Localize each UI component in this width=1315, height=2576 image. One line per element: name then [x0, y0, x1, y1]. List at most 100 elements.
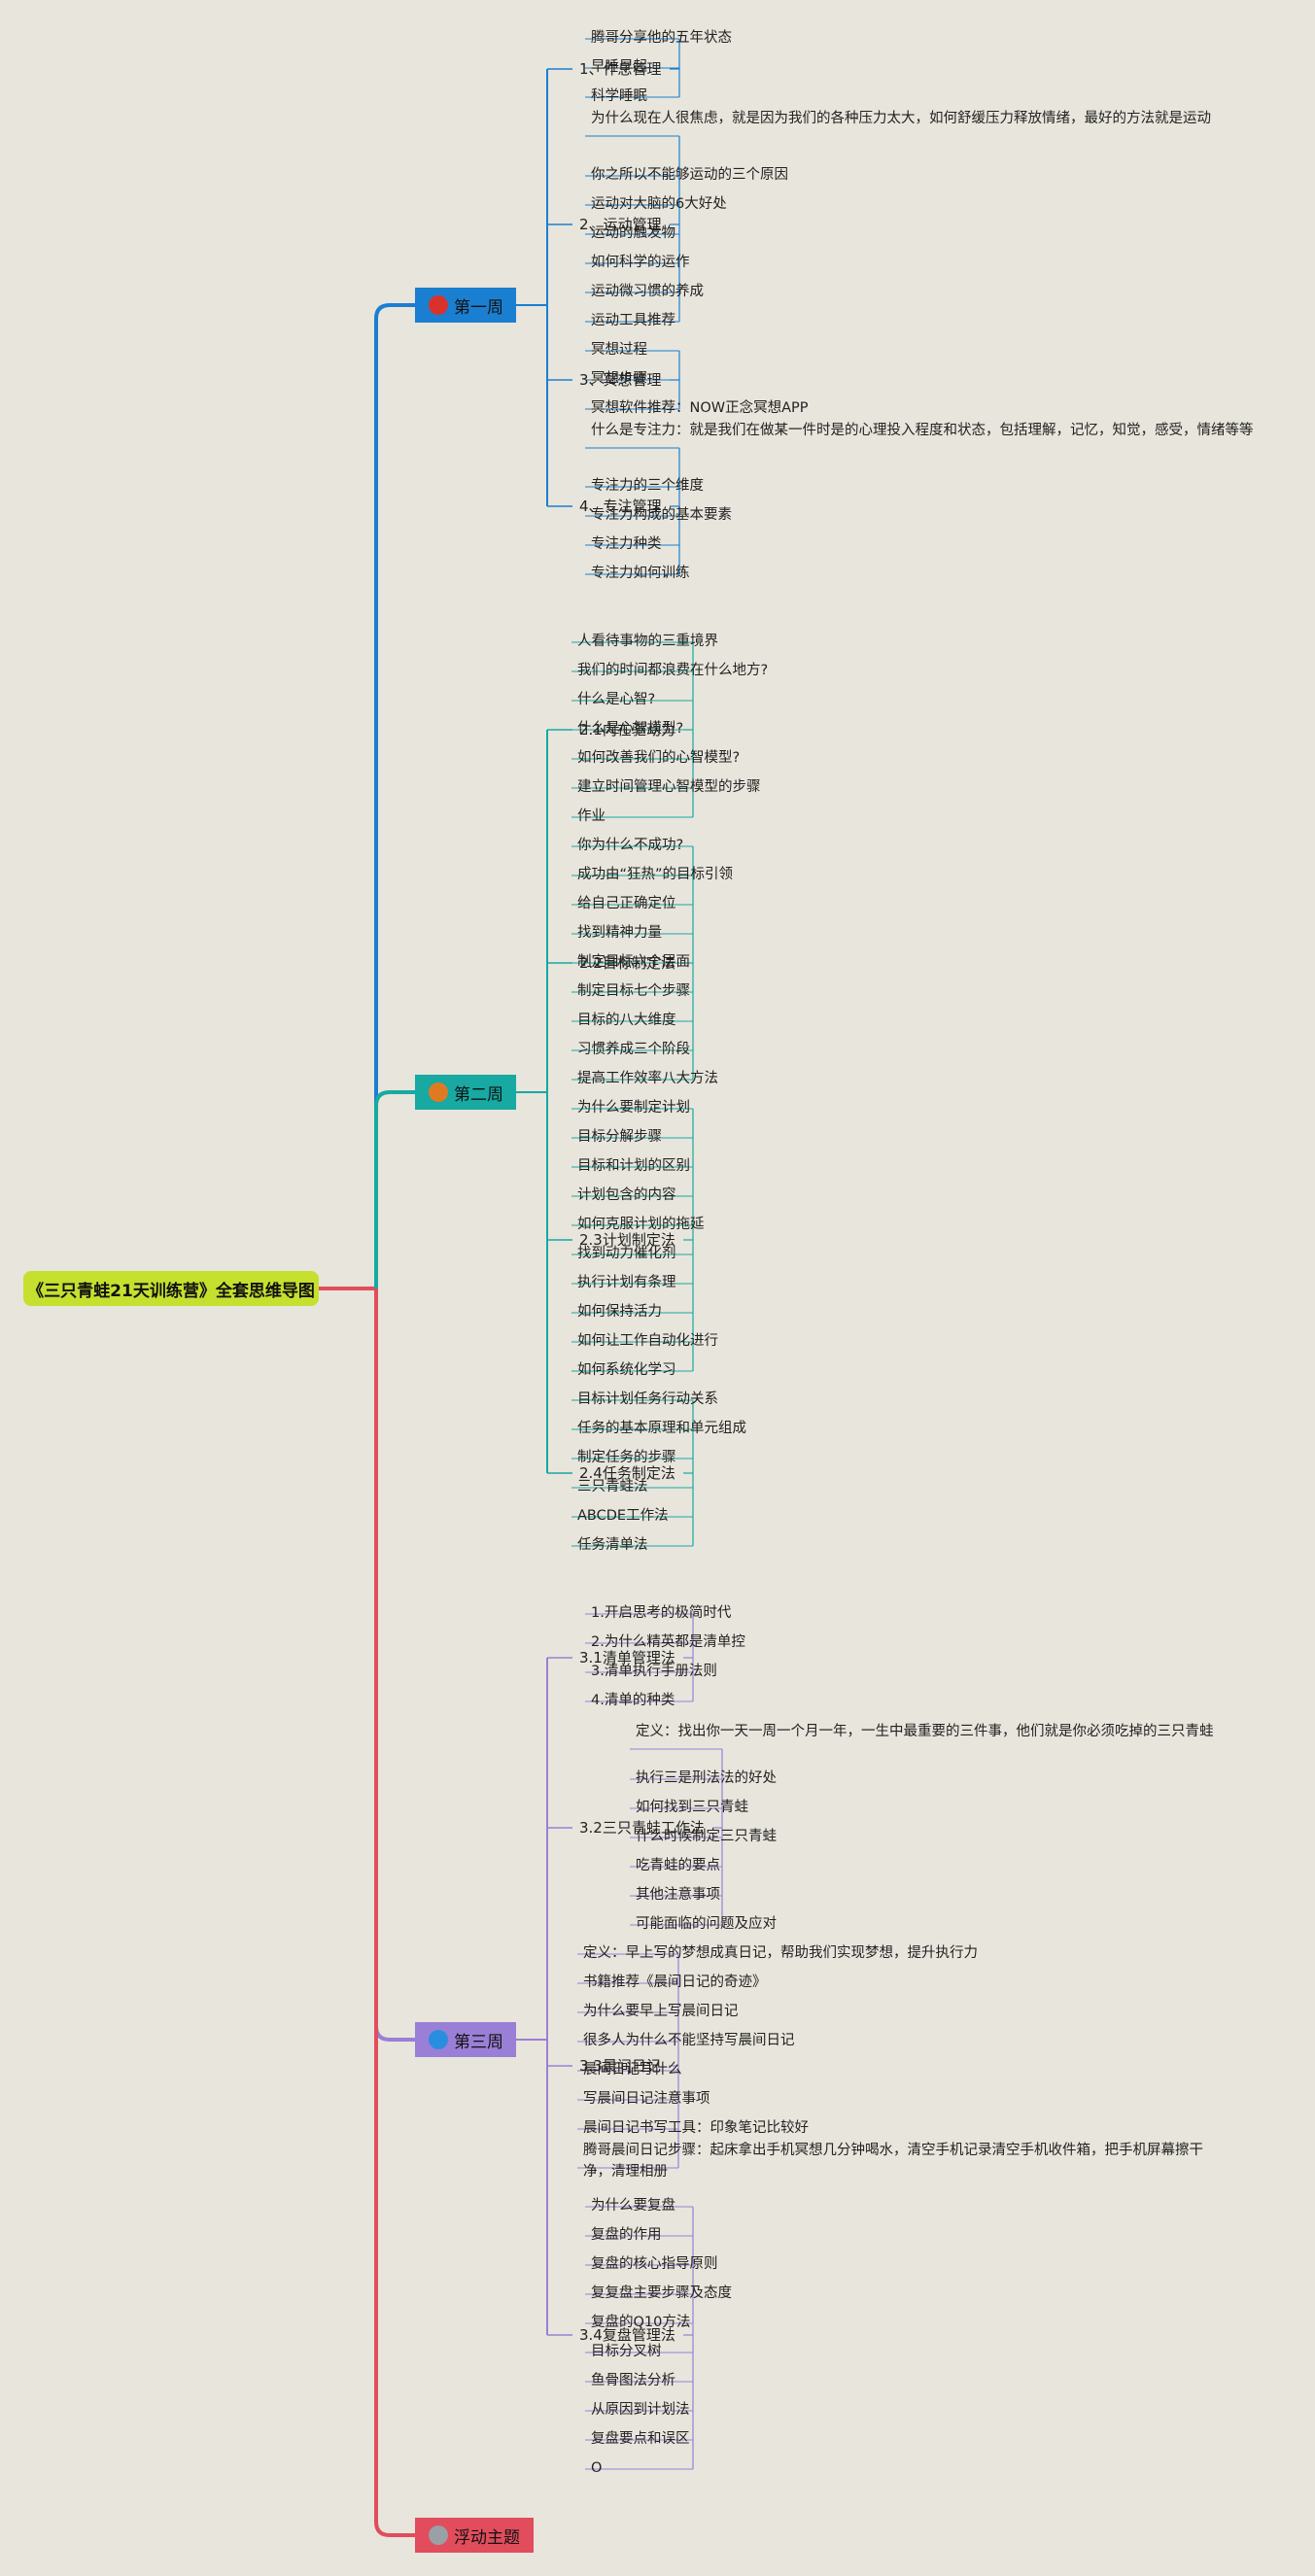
leaf-item[interactable]: 任务的基本原理和单元组成	[577, 1421, 746, 1436]
subtopic[interactable]: 3.4复盘管理法	[579, 2326, 675, 2344]
leaf-item[interactable]: 专注力的三个维度	[591, 478, 704, 494]
leaf-item[interactable]: 为什么现在人很焦虑，就是因为我们的各种压力太大，如何舒缓压力释放情绪，最好的方法…	[591, 111, 1211, 126]
leaf-item[interactable]: 写晨间日记注意事项	[583, 2091, 710, 2107]
leaf-item[interactable]: 给自己正确定位	[577, 896, 676, 911]
leaf-item[interactable]: 复盘的核心指导原则	[591, 2256, 718, 2272]
leaf-item[interactable]: 1.开启思考的极简时代	[591, 1605, 732, 1621]
leaf-item[interactable]: 如何让工作自动化进行	[577, 1333, 718, 1349]
leaf-item[interactable]: 早睡早起	[591, 59, 647, 75]
leaf-item[interactable]: 如何系统化学习	[577, 1362, 676, 1378]
leaf-item[interactable]: 建立时间管理心智模型的步骤	[577, 779, 761, 795]
leaf-item[interactable]: 运动微习惯的养成	[591, 284, 704, 299]
leaf-item[interactable]: 如何克服计划的拖延	[577, 1217, 705, 1232]
leaf-item[interactable]: 腾哥晨间日记步骤：起床拿出手机冥想几分钟喝水，清空手机记录清空手机收件箱，把手机…	[583, 2143, 1203, 2180]
leaf-item[interactable]: 复盘要点和误区	[591, 2431, 690, 2447]
leaf-item[interactable]: 书籍推荐《晨间日记的奇迹》	[583, 1975, 767, 1990]
subtopic[interactable]: 2.1内在驱动力	[579, 721, 675, 738]
leaf-item[interactable]: 4.清单的种类	[591, 1693, 675, 1708]
leaf-item[interactable]: 3.清单执行手册法则	[591, 1664, 717, 1679]
leaf-item[interactable]: 专注力构成的基本要素	[591, 507, 732, 523]
subtopic[interactable]: 1、作息管理	[579, 60, 662, 78]
leaf-item[interactable]: 制定目标六个层面	[577, 954, 690, 970]
week-node[interactable]: 第一周	[415, 288, 516, 323]
leaf-item[interactable]: 什么是专注力：就是我们在做某一件时是的心理投入程度和状态，包括理解，记忆，知觉，…	[591, 423, 1254, 438]
leaf-item[interactable]: 其他注意事项	[636, 1887, 720, 1903]
week-node[interactable]: 第三周	[415, 2022, 516, 2057]
leaf-item[interactable]: 晨间日记写什么	[583, 2062, 682, 2078]
leaf-item[interactable]: 鱼骨图法分析	[591, 2373, 675, 2388]
leaf-item[interactable]: 目标和计划的区别	[577, 1158, 690, 1174]
subtopic[interactable]: 2、运动管理	[579, 216, 662, 233]
leaf-item[interactable]: 如何保持活力	[577, 1304, 662, 1320]
leaf-item[interactable]: 任务清单法	[577, 1537, 648, 1553]
leaf-item[interactable]: 腾哥分享他的五年状态	[591, 30, 732, 46]
leaf-item[interactable]: 专注力如何训练	[591, 566, 690, 581]
leaf-item[interactable]: 吃青蛙的要点	[636, 1858, 720, 1873]
leaf-item[interactable]: 运动工具推荐	[591, 313, 675, 328]
leaf-item[interactable]: 专注力种类	[591, 536, 662, 552]
leaf-item[interactable]: 2.为什么精英都是清单控	[591, 1634, 745, 1650]
leaf-item[interactable]: 如何改善我们的心智模型?	[577, 750, 741, 766]
leaf-item[interactable]: 复盘的Q10方法	[591, 2315, 691, 2330]
subtopic[interactable]: 3.3晨间日记	[579, 2057, 661, 2075]
leaf-item[interactable]: 为什么要早上写晨间日记	[583, 2004, 739, 2019]
subtopic[interactable]: 3.1清单管理法	[579, 1649, 675, 1666]
leaf-item[interactable]: 制定目标七个步骤	[577, 983, 690, 999]
leaf-item[interactable]: 什么是心智模型?	[577, 721, 684, 737]
leaf-item[interactable]: 执行三是刑法法的好处	[636, 1770, 777, 1786]
subtopic[interactable]: 2.2目标制定法	[579, 954, 675, 972]
week-label: 浮动主题	[454, 2527, 520, 2548]
leaf-item[interactable]: 目标分叉树	[591, 2344, 662, 2359]
leaf-item[interactable]: 找到精神力量	[577, 925, 662, 941]
week-marker-icon	[429, 1082, 448, 1102]
leaf-item[interactable]: 目标计划任务行动关系	[577, 1391, 718, 1407]
leaf-item[interactable]: 什么时候制定三只青蛙	[636, 1829, 777, 1844]
root-topic[interactable]: 《三只青蛙21天训练营》全套思维导图	[23, 1271, 319, 1306]
leaf-item[interactable]: 如何科学的运作	[591, 255, 690, 270]
week-node[interactable]: 第二周	[415, 1075, 516, 1110]
leaf-item[interactable]: 定义：早上写的梦想成真日记，帮助我们实现梦想，提升执行力	[583, 1945, 978, 1961]
leaf-item[interactable]: 很多人为什么不能坚持写晨间日记	[583, 2033, 795, 2048]
subtopic[interactable]: 4、专注管理	[579, 498, 662, 515]
subtopic[interactable]: 2.3计划制定法	[579, 1231, 675, 1249]
leaf-item[interactable]: 为什么要制定计划	[577, 1100, 690, 1116]
leaf-item[interactable]: 成功由“狂热”的目标引领	[577, 867, 734, 882]
leaf-item[interactable]: 执行计划有条理	[577, 1275, 676, 1290]
leaf-item[interactable]: 你为什么不成功?	[577, 838, 684, 853]
leaf-item[interactable]: 目标分解步骤	[577, 1129, 662, 1145]
leaf-item[interactable]: 作业	[577, 808, 606, 824]
leaf-item[interactable]: 我们的时间都浪费在什么地方?	[577, 663, 769, 678]
leaf-item[interactable]: 冥想过程	[591, 342, 647, 358]
leaf-item[interactable]: 晨间日记书写工具：印象笔记比较好	[583, 2120, 809, 2136]
leaf-item[interactable]: 运动对大脑的6大好处	[591, 196, 727, 212]
leaf-item[interactable]: 复盘的作用	[591, 2227, 662, 2243]
leaf-item[interactable]: 运动的触发物	[591, 225, 675, 241]
leaf-item[interactable]: 什么是心智?	[577, 692, 656, 707]
subtopic[interactable]: 2.4任务制定法	[579, 1464, 675, 1482]
leaf-item[interactable]: 制定任务的步骤	[577, 1450, 676, 1465]
leaf-item[interactable]: 人看待事物的三重境界	[577, 634, 718, 649]
week-node[interactable]: 浮动主题	[415, 2518, 534, 2553]
leaf-item[interactable]: 可能面临的问题及应对	[636, 1916, 777, 1932]
leaf-item[interactable]: 目标的八大维度	[577, 1013, 676, 1028]
leaf-item[interactable]: 复复盘主要步骤及态度	[591, 2285, 732, 2301]
leaf-item[interactable]: 为什么要复盘	[591, 2198, 675, 2214]
subtopic[interactable]: 3、冥想管理	[579, 371, 662, 389]
leaf-item[interactable]: 三只青蛙法	[577, 1479, 648, 1494]
subtopic[interactable]: 3.2三只青蛙工作法	[579, 1819, 705, 1837]
leaf-item[interactable]: 找到动力催化剂	[577, 1246, 676, 1261]
leaf-item[interactable]: 冥想软件推荐：NOW正念冥想APP	[591, 400, 809, 416]
leaf-item[interactable]: 科学睡眠	[591, 88, 647, 104]
leaf-item[interactable]: 提高工作效率八大方法	[577, 1071, 718, 1086]
leaf-item[interactable]: 定义：找出你一天一周一个月一年，一生中最重要的三件事，他们就是你必须吃掉的三只青…	[636, 1724, 1214, 1739]
leaf-item[interactable]: 计划包含的内容	[577, 1187, 676, 1203]
leaf-item[interactable]: ABCDE工作法	[577, 1508, 669, 1524]
leaf-item[interactable]: 冥想步骤	[591, 371, 647, 387]
leaf-item[interactable]: 如何找到三只青蛙	[636, 1800, 748, 1815]
leaf-item[interactable]: 你之所以不能够运动的三个原因	[591, 167, 788, 183]
week-marker-icon	[429, 295, 448, 315]
leaf-item[interactable]: 习惯养成三个阶段	[577, 1042, 690, 1057]
leaf-item[interactable]: 从原因到计划法	[591, 2402, 690, 2418]
leaf-item[interactable]: O	[591, 2460, 603, 2476]
